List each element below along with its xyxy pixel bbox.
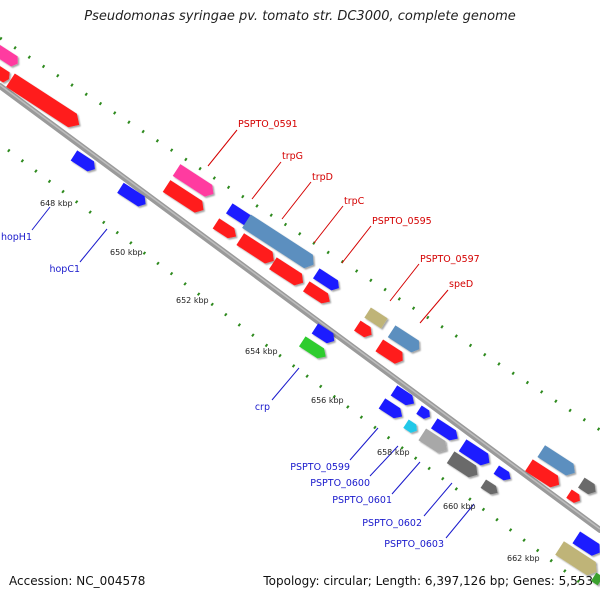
kbp-label: 654 kbp bbox=[245, 347, 278, 356]
kbp-label: 652 kbp bbox=[176, 296, 209, 305]
gene-label[interactable]: PSPTO_0600 bbox=[310, 478, 370, 489]
gene-darkgray-right[interactable] bbox=[578, 477, 599, 497]
gene-blue-j[interactable] bbox=[458, 439, 493, 468]
gene-PSPTO-0600[interactable] bbox=[403, 419, 419, 435]
gene-PSPTO-0599[interactable] bbox=[378, 398, 406, 421]
gene-steel-right[interactable] bbox=[537, 445, 578, 479]
gene-olive-bottom[interactable] bbox=[555, 541, 600, 578]
gene-blue-crp-top[interactable] bbox=[311, 323, 338, 346]
accession-text: Accession: NC_004578 bbox=[9, 574, 146, 588]
kbp-label: 656 kbp bbox=[311, 396, 344, 405]
gene-red-b[interactable] bbox=[236, 233, 277, 267]
kbp-labels: 648 kbp 650 kbp 652 kbp 654 kbp 656 kbp … bbox=[40, 199, 540, 563]
tick-rows bbox=[0, 36, 600, 592]
gene-labels-bottom: hopH1 hopC1 crp PSPTO_0599 PSPTO_0600 PS… bbox=[1, 232, 444, 550]
kbp-label: 660 kbp bbox=[443, 502, 476, 511]
gene-red-f[interactable] bbox=[375, 339, 406, 367]
gene-hopH1[interactable] bbox=[70, 150, 99, 174]
gene-blue-i[interactable] bbox=[430, 418, 461, 443]
topology-text: Topology: circular; Length: 6,397,126 bp… bbox=[263, 574, 593, 588]
gene-label[interactable]: PSPTO_0602 bbox=[362, 518, 422, 529]
gene-label[interactable]: PSPTO_0595 bbox=[372, 216, 432, 227]
gene-trpG[interactable] bbox=[225, 203, 255, 228]
gene-blue-g[interactable] bbox=[390, 385, 418, 408]
gene-label[interactable]: PSPTO_0597 bbox=[420, 254, 480, 265]
kbp-label: 650 kbp bbox=[110, 248, 143, 257]
gene-blue-h[interactable] bbox=[416, 405, 432, 421]
backbone bbox=[0, 83, 600, 533]
gene-red-c[interactable] bbox=[269, 257, 307, 288]
gene-label[interactable]: PSPTO_0601 bbox=[332, 495, 392, 506]
gene-blue-k[interactable] bbox=[493, 465, 514, 483]
gene-PSPTO-0591[interactable] bbox=[172, 164, 218, 200]
kbp-label: 648 kbp bbox=[40, 199, 73, 208]
outer-tick-row bbox=[0, 36, 600, 432]
gene-label[interactable]: PSPTO_0603 bbox=[384, 539, 444, 550]
gene-red-right[interactable] bbox=[525, 459, 563, 490]
gene-label[interactable]: speD bbox=[449, 279, 473, 290]
genes bbox=[0, 43, 600, 586]
gene-label[interactable]: PSPTO_0599 bbox=[290, 462, 350, 473]
gene-label[interactable]: PSPTO_0591 bbox=[238, 119, 298, 130]
gene-label[interactable]: trpC bbox=[344, 196, 365, 207]
kbp-label: 662 kbp bbox=[507, 554, 540, 563]
gene-trpD[interactable] bbox=[242, 214, 318, 272]
leader-lines bbox=[31, 129, 475, 539]
kbp-label: 658 kbp bbox=[377, 448, 410, 457]
map-title: Pseudomonas syringae pv. tomato str. DC3… bbox=[84, 9, 516, 24]
gene-PSPTO-0601[interactable] bbox=[418, 428, 450, 457]
gene-PSPTO-0597[interactable] bbox=[364, 307, 388, 329]
gene-red-0591b[interactable] bbox=[162, 180, 208, 216]
gene-pink-edge[interactable] bbox=[0, 43, 21, 68]
gene-green-corner[interactable] bbox=[590, 572, 600, 586]
gene-label[interactable]: trpG bbox=[282, 151, 303, 162]
gene-red-e[interactable] bbox=[354, 320, 375, 340]
gene-trpC[interactable] bbox=[312, 268, 342, 293]
inner-tick-row bbox=[7, 148, 591, 592]
gene-PSPTO-0602[interactable] bbox=[446, 451, 481, 480]
gene-hopC1[interactable] bbox=[117, 182, 149, 209]
gene-red-right-small[interactable] bbox=[566, 489, 582, 505]
gene-label[interactable]: hopH1 bbox=[1, 232, 32, 243]
gene-label[interactable]: crp bbox=[255, 402, 270, 413]
gene-labels-top: PSPTO_0591 trpG trpD trpC PSPTO_0595 PSP… bbox=[238, 119, 480, 290]
gene-red-a[interactable] bbox=[212, 218, 240, 241]
gene-speD[interactable] bbox=[387, 325, 423, 355]
gene-crp[interactable] bbox=[298, 336, 329, 361]
gene-label[interactable]: hopC1 bbox=[49, 264, 80, 275]
gene-PSPTO-0603[interactable] bbox=[480, 479, 501, 497]
gene-red-edge[interactable] bbox=[0, 61, 12, 85]
gene-red-large[interactable] bbox=[6, 73, 83, 132]
gene-red-d[interactable] bbox=[302, 281, 333, 306]
gene-label[interactable]: trpD bbox=[312, 172, 333, 183]
gene-blue-bottom[interactable] bbox=[572, 531, 600, 559]
